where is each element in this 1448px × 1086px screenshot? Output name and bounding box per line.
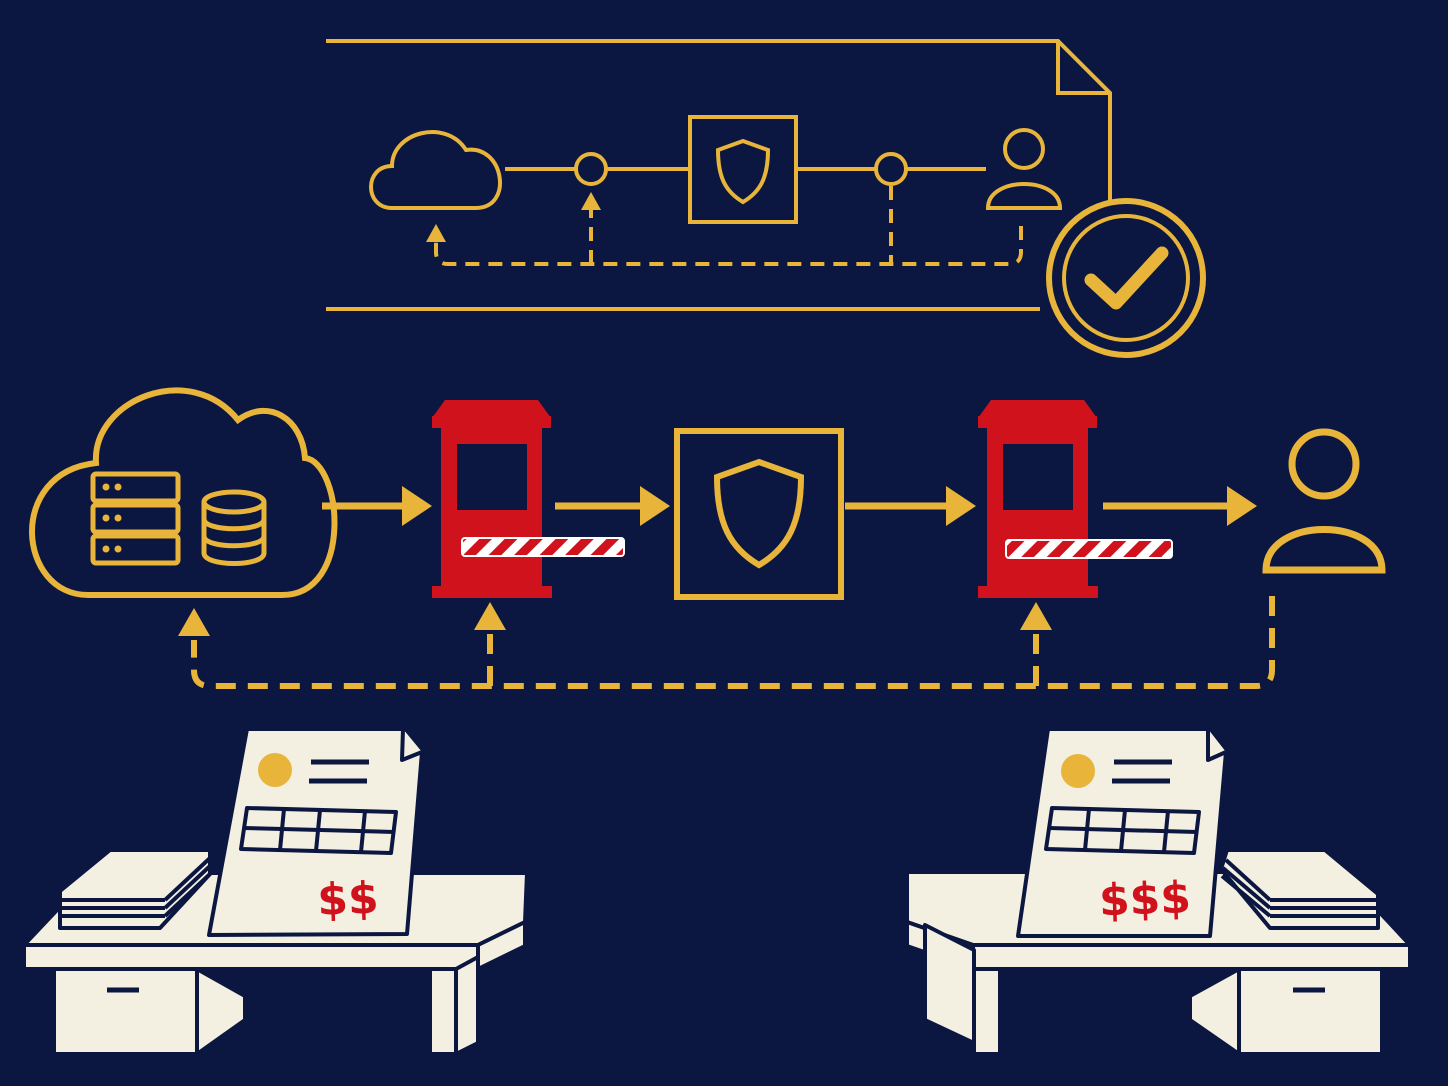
logo-dot <box>1061 754 1095 788</box>
approved-blueprint-document <box>326 39 1112 311</box>
shield-icon <box>715 138 771 205</box>
database-icon <box>201 489 267 566</box>
arrowhead <box>1020 602 1052 630</box>
cloud-server-database-icon <box>29 387 338 598</box>
invoice-price-low: $$ <box>316 873 379 926</box>
gate-barrier <box>1005 539 1173 559</box>
arrowhead <box>581 192 601 210</box>
invoice-desk-icon <box>22 727 529 1056</box>
shield-box <box>674 428 844 600</box>
feedback-loop <box>191 596 1275 689</box>
user-icon <box>985 128 1063 210</box>
paper-stack <box>1219 848 1380 930</box>
invoice-price-high: $$$ <box>1098 872 1192 926</box>
arrowhead <box>426 224 446 242</box>
invoice-document <box>1016 727 1228 938</box>
feedback-arrowheads <box>178 602 1052 636</box>
invoice-desk-icon <box>905 727 1412 1056</box>
checkpoint-node <box>874 152 908 186</box>
server-rack-icon <box>90 471 181 566</box>
desk-leg <box>428 967 458 1056</box>
desk-leg <box>972 967 1002 1056</box>
invoice-table <box>1044 806 1201 855</box>
paper-stack <box>58 848 212 930</box>
checkpoint-node <box>574 152 608 186</box>
document-outline <box>326 39 1112 311</box>
feedback-loop <box>434 186 1023 266</box>
desk-front <box>971 943 1412 971</box>
desk-drawer <box>1237 967 1384 1056</box>
check-circle-icon <box>1046 198 1206 358</box>
user-icon <box>1262 428 1386 574</box>
invoice-table <box>239 806 398 855</box>
arrowhead <box>178 608 210 636</box>
document-page-corner <box>1056 41 1110 95</box>
toll-booth-gate-icon <box>432 400 625 598</box>
flow-arrows <box>322 486 1257 526</box>
gate-barrier <box>461 537 625 557</box>
logo-dot <box>258 753 292 787</box>
cloud-icon <box>369 130 502 210</box>
shield-icon <box>713 458 805 569</box>
desk-drawer <box>52 967 199 1056</box>
desk-front <box>22 943 480 971</box>
invoice-document <box>207 727 424 937</box>
arrowhead <box>474 602 506 630</box>
toll-booth-gate-icon <box>978 400 1173 598</box>
shield-box <box>688 115 798 224</box>
